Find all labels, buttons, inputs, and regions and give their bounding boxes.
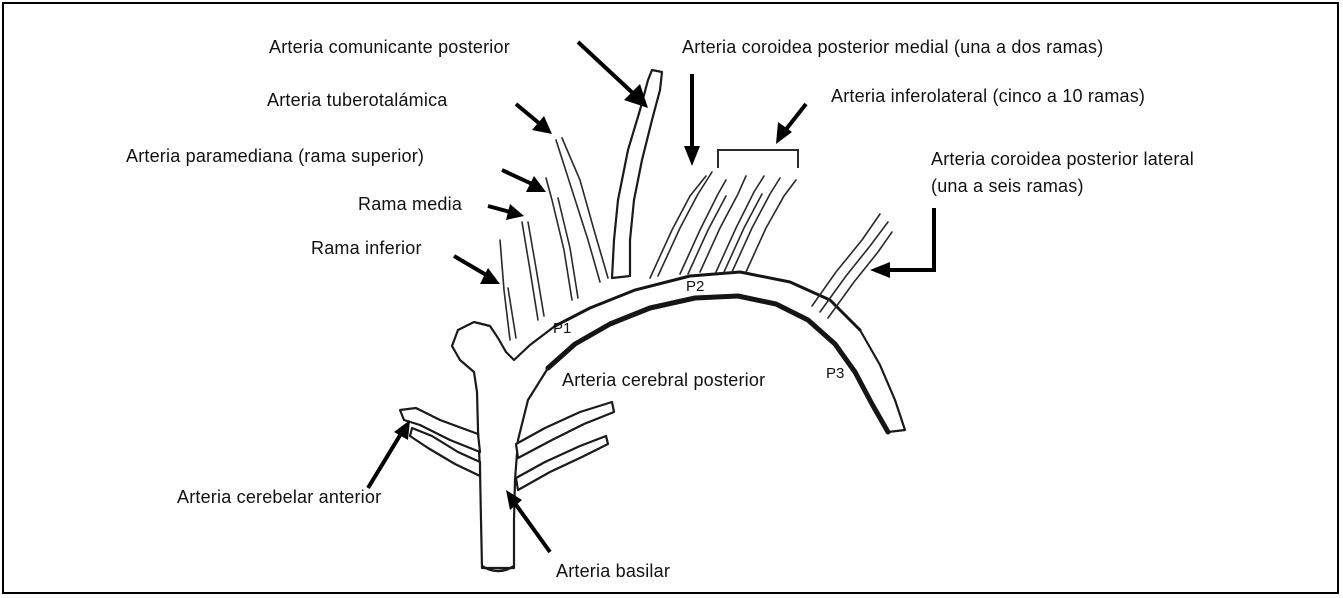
inferolateral-branches — [680, 176, 796, 274]
tuberothalamic-branch-2 — [562, 138, 608, 278]
label-basilar: Arteria basilar — [556, 561, 670, 581]
label-paramedian-superior: Arteria paramediana (rama superior) — [126, 146, 424, 166]
superior-cerebellar-right — [516, 402, 614, 458]
segment-p2: P2 — [686, 278, 704, 295]
medial-posterior-choroidal-branch-2 — [658, 172, 712, 276]
labels: Arteria comunicante posterior Arteria tu… — [126, 37, 1194, 581]
label-posterior-cerebral: Arteria cerebral posterior — [562, 370, 765, 390]
segment-p3: P3 — [826, 365, 844, 382]
label-inferolateral: Arteria inferolateral (cinco a 10 ramas) — [831, 86, 1145, 106]
inferolateral-bracket — [718, 150, 798, 168]
paramedian-superior-branch-2 — [558, 198, 578, 298]
basilar-artery-shape — [452, 272, 905, 568]
vessel-illustration — [400, 70, 905, 571]
label-posterior-communicating: Arteria comunicante posterior — [269, 37, 510, 57]
label-lateral-posterior-choroidal: Arteria coroidea posterior lateral — [931, 149, 1194, 169]
tuberothalamic-branch — [556, 140, 600, 282]
label-middle-branch: Rama media — [358, 194, 463, 214]
label-medial-posterior-choroidal: Arteria coroidea posterior medial (una a… — [682, 37, 1103, 57]
label-lateral-posterior-choroidal-count: (una a seis ramas) — [931, 176, 1084, 196]
label-tuberothalamic: Arteria tuberotalámica — [267, 90, 448, 110]
label-inferior-branch: Rama inferior — [311, 238, 422, 258]
medial-posterior-choroidal-branch — [650, 176, 706, 278]
label-superior-cerebellar: Arteria cerebelar anterior — [177, 487, 381, 507]
segment-p1: P1 — [553, 320, 571, 337]
